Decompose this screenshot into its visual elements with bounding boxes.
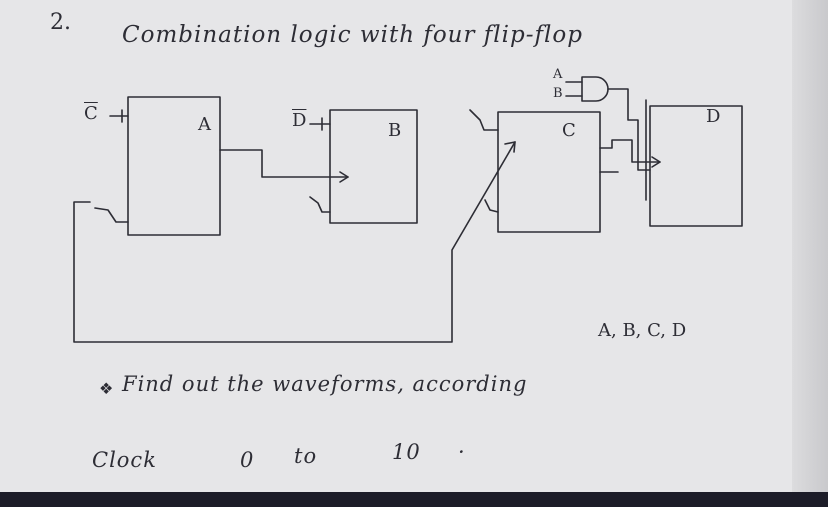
flip-flop-b-label: B (388, 120, 402, 141)
clock-word: Clock (92, 448, 157, 472)
clock-start-value: 0 (240, 448, 255, 472)
end-dot: · (458, 440, 466, 464)
problem-title: Combination logic with four flip-flop (122, 22, 583, 48)
gate-input-a-label: A (553, 67, 563, 82)
input-d-bar-label: D (292, 110, 307, 131)
paper-sheet (0, 0, 828, 492)
flip-flop-d-box (649, 105, 743, 227)
to-word: to (294, 444, 318, 468)
flip-flop-a-box (127, 96, 221, 236)
flip-flop-d-label: D (706, 106, 721, 127)
flip-flop-c-box (497, 111, 601, 233)
paper-torn-edge (792, 0, 828, 492)
question-line-1: Find out the waveforms, according (122, 372, 528, 396)
problem-number: 2. (50, 10, 71, 35)
gate-input-b-label: B (553, 86, 563, 101)
and-gate-symbol (581, 76, 609, 102)
bullet-icon: ❖ (99, 379, 114, 398)
window-bottom-bar (0, 492, 828, 507)
flip-flop-b-box (329, 109, 418, 224)
input-c-bar-label: C (84, 103, 98, 124)
clock-end-value: 10 (392, 440, 421, 464)
waveform-annotation: A, B, C, D (598, 320, 687, 341)
flip-flop-a-label: A (198, 114, 211, 135)
flip-flop-c-label: C (562, 120, 576, 141)
